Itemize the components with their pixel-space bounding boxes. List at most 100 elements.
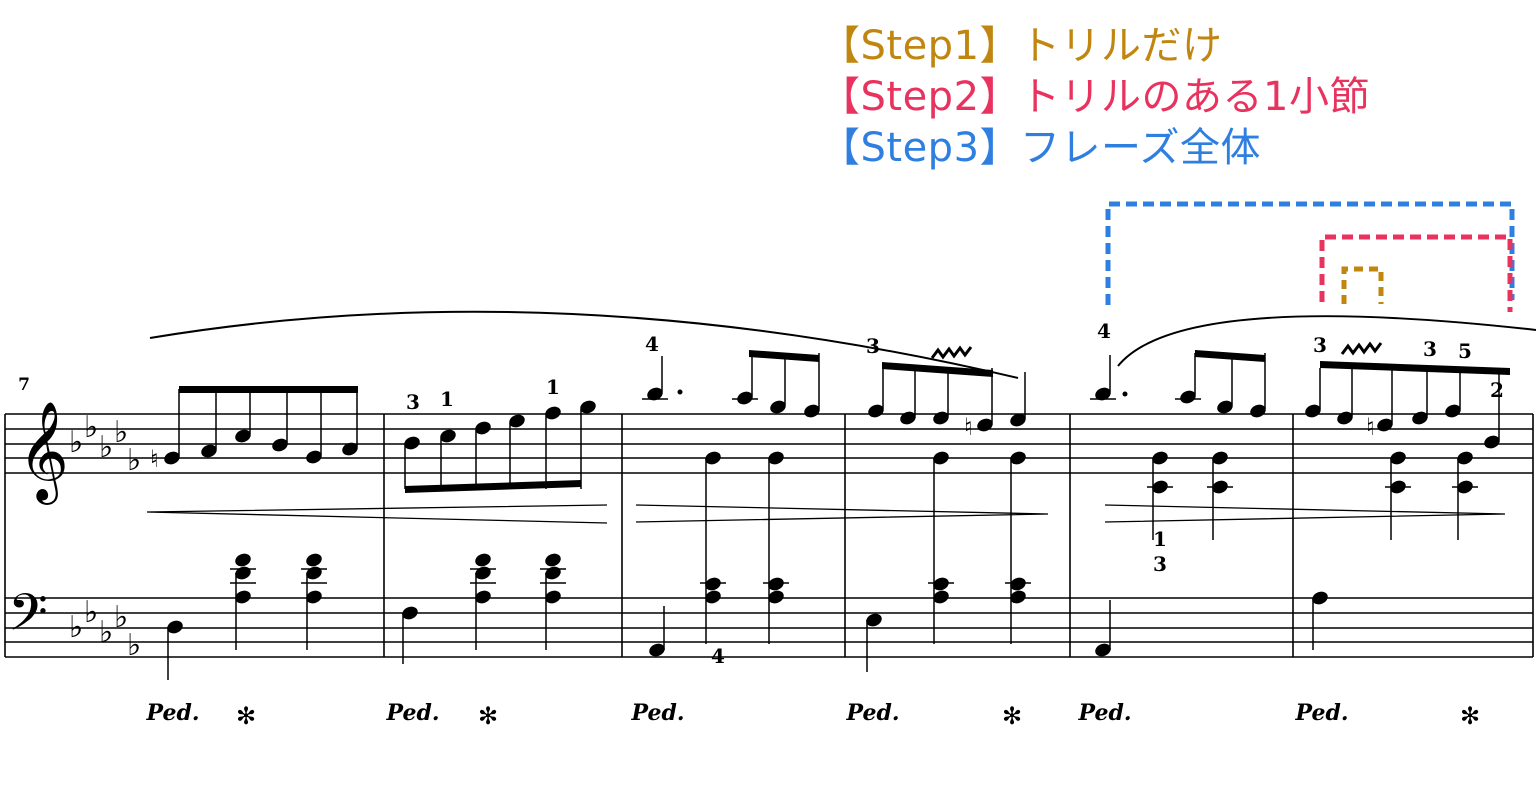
beam bbox=[179, 386, 358, 393]
flat-icon: ♭ bbox=[127, 443, 141, 478]
step1-bracket bbox=[1341, 266, 1384, 304]
slur bbox=[1117, 315, 1536, 367]
pedal-mark: Ped. bbox=[631, 700, 685, 726]
note-head bbox=[770, 400, 786, 414]
step1-label: 【Step1】トリルだけ bbox=[820, 23, 1223, 69]
pedal-mark: Ped. bbox=[146, 700, 200, 726]
note-head bbox=[1337, 411, 1353, 425]
decrescendo-hairpin bbox=[635, 504, 1049, 523]
natural-icon: ♮ bbox=[1366, 413, 1375, 441]
flat-icon: ♭ bbox=[99, 615, 113, 650]
note-head bbox=[402, 606, 418, 620]
fingering: 3 bbox=[866, 334, 880, 358]
fingering: 1 bbox=[1153, 527, 1167, 551]
treble-clef-icon: 𝄞 bbox=[18, 401, 69, 505]
flat-icon: ♭ bbox=[114, 415, 128, 450]
note-head bbox=[1010, 577, 1026, 591]
note-head bbox=[1250, 404, 1266, 418]
dot bbox=[677, 389, 683, 395]
pedal-release-icon: ✻ bbox=[1002, 702, 1022, 730]
measure-number: 7 bbox=[18, 375, 30, 395]
note-head bbox=[475, 553, 491, 567]
notes: ♮♮♮ bbox=[146, 310, 1536, 680]
note-head bbox=[647, 387, 663, 401]
note-head bbox=[272, 438, 288, 452]
step2-label: 【Step2】トリルのある1小節 bbox=[820, 74, 1370, 120]
fingering: 1 bbox=[440, 387, 454, 411]
decrescendo-hairpin bbox=[1104, 504, 1506, 523]
note-head bbox=[1010, 590, 1026, 604]
note-head bbox=[1010, 451, 1026, 465]
note-head bbox=[1412, 411, 1428, 425]
beam bbox=[749, 350, 819, 362]
flat-icon: ♭ bbox=[84, 595, 98, 630]
fingering: 4 bbox=[645, 332, 659, 356]
natural-icon: ♮ bbox=[964, 413, 973, 441]
note-head bbox=[1312, 591, 1328, 605]
note-head bbox=[649, 643, 665, 657]
fingering: 4 bbox=[711, 644, 725, 668]
note-head bbox=[306, 450, 322, 464]
note-head bbox=[475, 590, 491, 604]
slur bbox=[149, 310, 1019, 379]
beam bbox=[882, 362, 993, 377]
bass-clef-icon: 𝄢 bbox=[8, 582, 48, 655]
note-head bbox=[1390, 451, 1406, 465]
dot bbox=[1122, 391, 1128, 397]
fingering: 3 bbox=[1423, 337, 1437, 361]
fingering: 3 bbox=[1153, 552, 1167, 576]
note-head bbox=[866, 613, 882, 627]
note-head bbox=[933, 411, 949, 425]
pedal-mark: Ped. bbox=[1295, 700, 1349, 726]
note-head bbox=[167, 620, 183, 634]
flat-icon: ♭ bbox=[69, 425, 83, 460]
note-head bbox=[1010, 413, 1026, 427]
note-head bbox=[1305, 404, 1321, 418]
note-head bbox=[933, 451, 949, 465]
note-head bbox=[1457, 451, 1473, 465]
note-head bbox=[235, 553, 251, 567]
note-head bbox=[900, 411, 916, 425]
note-head bbox=[306, 590, 322, 604]
note-head bbox=[1445, 404, 1461, 418]
note-head bbox=[768, 590, 784, 604]
note-head bbox=[306, 566, 322, 580]
beam bbox=[405, 480, 581, 493]
note-head bbox=[342, 442, 358, 456]
fingering: 2 bbox=[1490, 378, 1504, 402]
fingering: 1 bbox=[546, 375, 560, 399]
note-head bbox=[475, 566, 491, 580]
pedal-release-icon: ✻ bbox=[1460, 702, 1480, 730]
note-head bbox=[306, 553, 322, 567]
note-head bbox=[404, 436, 420, 450]
flat-icon: ♭ bbox=[84, 410, 98, 445]
note-head bbox=[545, 590, 561, 604]
crescendo-hairpin bbox=[146, 504, 608, 524]
note-head bbox=[933, 590, 949, 604]
note-head bbox=[201, 444, 217, 458]
note-head bbox=[580, 400, 596, 414]
note-head bbox=[1377, 418, 1393, 432]
note-head bbox=[1217, 400, 1233, 414]
step2-bracket bbox=[1319, 234, 1513, 312]
note-head bbox=[475, 421, 491, 435]
note-head bbox=[1095, 643, 1111, 657]
note-head bbox=[1212, 451, 1228, 465]
trill-icon bbox=[1340, 341, 1383, 356]
highlight-boxes bbox=[1105, 201, 1515, 312]
fingering: 3 bbox=[1313, 333, 1327, 357]
flat-icon: ♭ bbox=[69, 610, 83, 645]
note-head bbox=[705, 590, 721, 604]
beam bbox=[1195, 350, 1265, 362]
note-head bbox=[545, 553, 561, 567]
note-head bbox=[235, 566, 251, 580]
fingering: 3 bbox=[406, 390, 420, 414]
pedal-release-icon: ✻ bbox=[478, 702, 498, 730]
note-head bbox=[768, 451, 784, 465]
pedal-mark: Ped. bbox=[846, 700, 900, 726]
note-head bbox=[440, 429, 456, 443]
pedal-release-icon: ✻ bbox=[236, 702, 256, 730]
fingering: 5 bbox=[1458, 339, 1472, 363]
note-head bbox=[235, 429, 251, 443]
note-head bbox=[804, 404, 820, 418]
